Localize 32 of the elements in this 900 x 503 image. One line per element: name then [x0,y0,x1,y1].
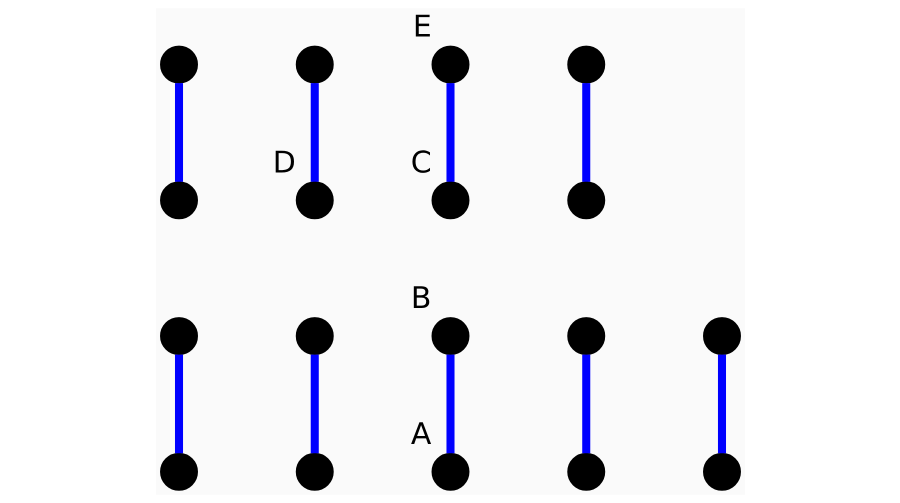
connector [717,354,726,454]
node-label: C [410,145,432,180]
node-circle [160,317,198,356]
node-label: D [272,145,296,180]
node-label: A [410,416,431,452]
node-circle [566,181,605,220]
node-circle [431,181,469,220]
node-circle [295,181,334,220]
node-circle [431,317,469,356]
node-circle [295,46,334,84]
node-circle [160,452,198,491]
node-circle [295,317,334,356]
node-circle [702,452,740,491]
node-circle [566,452,605,491]
connector [310,83,318,182]
connector [582,83,590,182]
node-circle [566,46,605,84]
connector [310,354,318,454]
node-circle [160,181,198,220]
connector [446,83,454,182]
connector [582,354,590,454]
node-circle [295,452,334,491]
node-circle [702,317,740,356]
node-circle [566,317,605,356]
connector [174,83,183,182]
connector [174,354,183,454]
node-label: E [412,10,432,45]
node-circle [431,46,469,84]
node-circle [431,452,469,491]
connector [446,354,454,454]
node-label: B [410,281,431,316]
node-circle [160,46,198,84]
